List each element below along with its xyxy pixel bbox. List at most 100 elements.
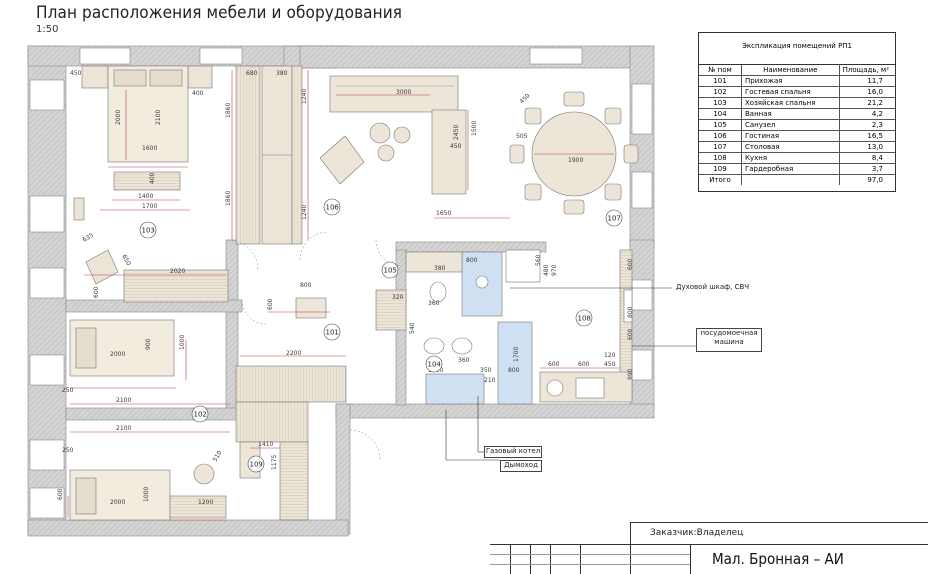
room-marker-103: 103: [139, 221, 157, 239]
dim-label: 680: [246, 70, 258, 77]
windows: [29, 47, 653, 519]
dim-label: 450: [518, 92, 531, 105]
dim-label: 2450: [453, 125, 460, 140]
dim-label: 600: [578, 361, 590, 368]
dim-label: 650: [120, 254, 132, 268]
hob: [575, 377, 605, 399]
table-cell: Санузел: [741, 119, 840, 131]
table-cell: 13,0: [839, 141, 895, 153]
dim-label: 400: [192, 90, 204, 97]
col-header: № пом: [699, 64, 742, 76]
table-cell: 16,0: [839, 86, 895, 98]
table-cell: Гардеробная: [741, 163, 840, 175]
table-cell: 102: [699, 86, 742, 98]
svg-text:108: 108: [578, 315, 591, 323]
dim-label: 510: [212, 449, 224, 463]
dimension-lines: [67, 70, 620, 521]
dim-label: 800: [627, 306, 634, 318]
svg-text:109: 109: [250, 461, 263, 469]
customer-label: Заказчик:Владелец: [650, 528, 744, 538]
dim-label: 380: [434, 265, 446, 272]
table-cell: Гостевая спальня: [741, 86, 840, 98]
wardrobe-corridor: [235, 365, 347, 403]
room-marker-106: 106: [323, 198, 341, 216]
pillow: [113, 69, 147, 87]
table-cell: [741, 174, 840, 185]
svg-text:105: 105: [384, 267, 397, 275]
table-cell: 16,5: [839, 130, 895, 142]
sofa-corner: [431, 109, 467, 195]
wardrobe-central: [235, 65, 303, 245]
table-cell: 104: [699, 108, 742, 120]
table-cell: Гостиная: [741, 130, 840, 142]
table-cell: Ванная: [741, 108, 840, 120]
dim-label: 480: [543, 264, 550, 276]
pouf: [393, 126, 411, 144]
dim-label: 320: [392, 294, 404, 301]
table-cell: 97,0: [839, 174, 895, 185]
armchair: [319, 135, 365, 185]
room-marker-108: 108: [575, 309, 593, 327]
sofa-main: [329, 75, 459, 113]
table-cell: 107: [699, 141, 742, 153]
pillow: [149, 69, 183, 87]
dim-label: 2100: [155, 110, 162, 125]
dim-label: 1240: [301, 205, 308, 220]
callout-leaders: [445, 287, 696, 461]
dim-label: 1000: [143, 487, 150, 502]
dim-label: 800: [508, 367, 520, 374]
dim-label: 635: [82, 232, 96, 244]
boiler-callout: Газовый котел: [484, 446, 542, 458]
dim-label: 120: [604, 352, 616, 359]
table-header-row: № пом Наименование Площадь, м²: [699, 64, 895, 76]
dim-label: 540: [409, 322, 416, 334]
chimney-callout: Дымоход: [500, 460, 542, 472]
dim-label: 1700: [513, 347, 520, 362]
table-cell: 109: [699, 163, 742, 175]
table-cell: 8,4: [839, 152, 895, 164]
scale-label: 1:50: [36, 24, 59, 35]
hall-cabinet: [375, 289, 407, 331]
oven-callout: Духовой шкаф, СВЧ: [676, 283, 750, 291]
dim-label: 2100: [116, 397, 131, 404]
pouf-hall: [295, 297, 327, 319]
armchair: [85, 249, 119, 285]
svg-text:103: 103: [142, 227, 155, 235]
dim-label: 600: [627, 258, 634, 270]
room-marker-109: 109: [247, 455, 265, 473]
dim-label: 1200: [198, 499, 213, 506]
oven: [623, 289, 633, 323]
dim-label: 800: [300, 282, 312, 289]
dim-label: 1240: [301, 89, 308, 104]
dishwasher-line1: посудомоечная: [700, 329, 758, 337]
room-marker-104: 104: [425, 355, 443, 373]
toilet-104: [423, 337, 445, 355]
bathtub: [497, 321, 533, 405]
toilet: [429, 281, 447, 303]
dim-label: 350: [480, 367, 492, 374]
dim-label: 2100: [116, 425, 131, 432]
dim-label: 380: [276, 70, 288, 77]
dim-label: 600: [548, 361, 560, 368]
table-cell: 11,7: [839, 75, 895, 87]
dim-label: 450: [70, 70, 82, 77]
dim-label: 2000: [110, 351, 125, 358]
dim-label: 1600: [142, 145, 157, 152]
dim-label: 210: [484, 377, 496, 384]
room-marker-102: 102: [191, 405, 209, 423]
table-cell: 21,2: [839, 97, 895, 109]
dim-label: 1650: [436, 210, 451, 217]
svg-text:107: 107: [608, 215, 621, 223]
radiator: [73, 197, 85, 221]
explication-table: Экспликация помещений РП1 № пом Наименов…: [698, 32, 896, 192]
dim-label: 1000: [179, 335, 186, 350]
nightstand-right: [187, 65, 213, 89]
room-101-furniture: [295, 289, 407, 331]
